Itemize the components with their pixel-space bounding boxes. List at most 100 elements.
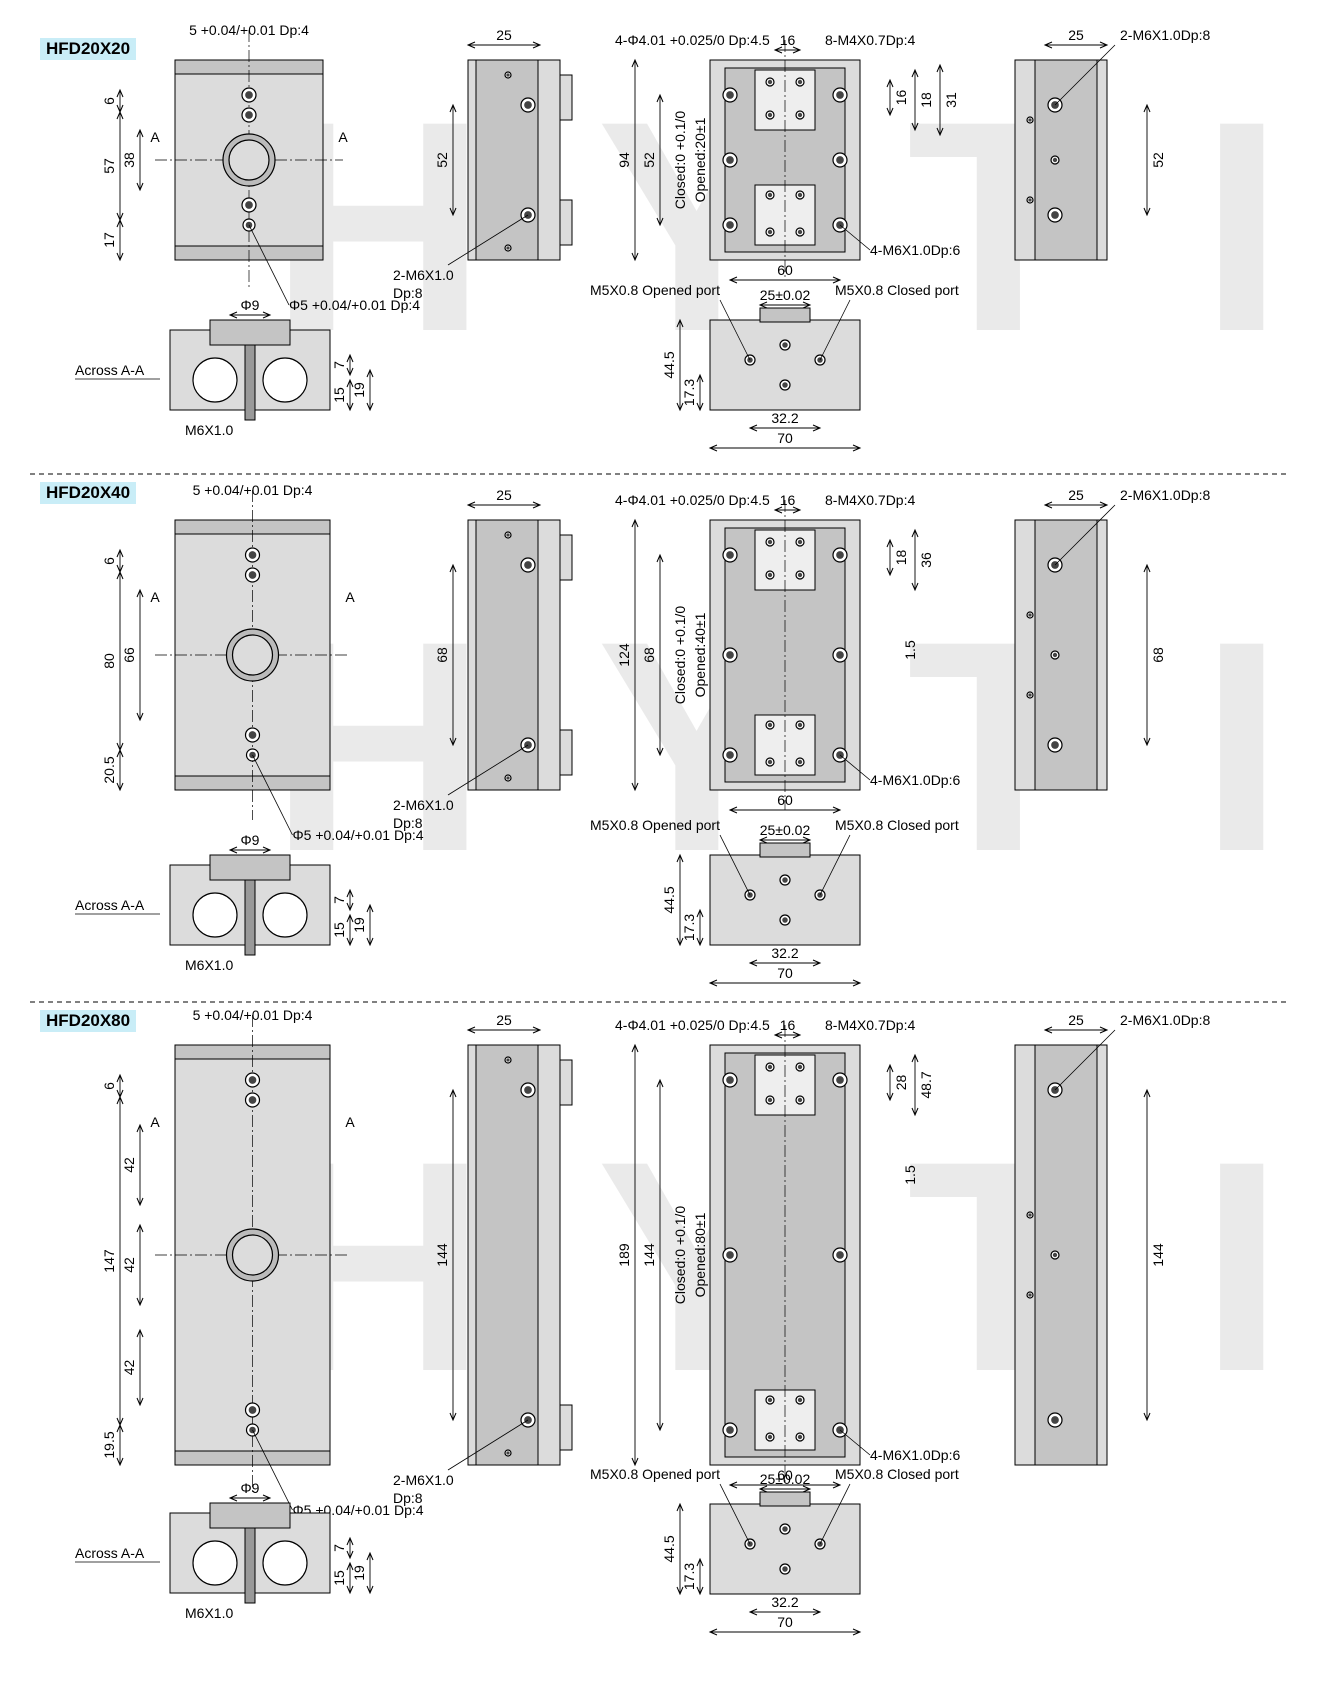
arrow-icon [136, 588, 144, 598]
hole-center-icon [248, 1406, 257, 1414]
front-hole-note: Φ5 +0.04/+0.01 Dp:4 [293, 827, 424, 843]
plan-extra-dim: 1.5 [902, 1165, 918, 1185]
hole-center-icon [797, 1397, 803, 1403]
arrow-icon [116, 110, 124, 120]
side-port-boss [559, 729, 573, 776]
section-jaw [209, 854, 291, 881]
dimension-text: 15 [331, 387, 347, 403]
side-note: 2-M6X1.0 [393, 797, 454, 813]
arrow-icon [886, 1063, 894, 1073]
arrow-icon [708, 979, 718, 987]
arrow-icon [116, 1457, 124, 1467]
arrow-icon [631, 1457, 639, 1467]
hole-center-icon [797, 759, 803, 765]
arrow-icon [116, 1073, 124, 1083]
arrow-icon [936, 127, 944, 137]
arrow-icon [728, 1481, 738, 1489]
arrow-icon [1043, 501, 1053, 509]
dimension-text: 17 [101, 232, 117, 248]
arrow-icon [676, 937, 684, 947]
arrow-icon [532, 501, 542, 509]
dimension-text: 68 [1150, 647, 1166, 663]
arrow-icon [136, 1397, 144, 1407]
rside-rail [1034, 59, 1098, 261]
arrow-icon [136, 182, 144, 192]
dimension-text: 32.2 [771, 410, 798, 426]
arrow-icon [1143, 1412, 1151, 1422]
dimension-text: 28 [893, 1075, 909, 1091]
arrow-icon [346, 888, 354, 898]
hole-center-icon [797, 112, 803, 118]
side-note: Dp:8 [393, 1490, 423, 1506]
hole-center-icon [248, 551, 257, 559]
side-rail [475, 59, 539, 261]
hole-center-icon [506, 1058, 510, 1062]
arrow-icon [852, 979, 862, 987]
arrow-icon [676, 402, 684, 412]
hole-center-icon [797, 1064, 803, 1070]
hole-center-icon [797, 192, 803, 198]
dimension-text: 48.7 [918, 1071, 934, 1098]
end-body [709, 1503, 861, 1595]
arrow-icon [346, 913, 354, 923]
line [1054, 44, 1116, 106]
hole-center-icon [248, 571, 257, 579]
hole-center-icon [767, 1064, 773, 1070]
arrow-icon [366, 368, 374, 378]
hole-center-icon [506, 533, 510, 537]
dimension-text: 32.2 [771, 1594, 798, 1610]
dimension-text: 124 [616, 643, 632, 667]
plan-stroke-opened: Opened:80±1 [692, 1212, 708, 1297]
arrow-icon [656, 217, 664, 227]
section-mark-a: A [345, 1114, 355, 1130]
arrow-icon [346, 367, 354, 377]
dimension-text: 25 [496, 1012, 512, 1028]
hole-center-icon [726, 221, 734, 229]
end-body [709, 854, 861, 946]
arrow-icon [532, 1026, 542, 1034]
plan-pin-note: 4-Φ4.01 +0.025/0 Dp:4.5 [615, 1017, 770, 1033]
hole-center-icon [836, 91, 844, 99]
section-thread: M6X1.0 [185, 1605, 233, 1621]
arrow-icon [773, 46, 783, 54]
arrow-icon [676, 1502, 684, 1512]
thread-rod [244, 879, 256, 956]
arrow-icon [466, 501, 476, 509]
plan-pin-note: 4-Φ4.01 +0.025/0 Dp:4.5 [615, 32, 770, 48]
hole-center-icon [1028, 198, 1032, 202]
arrow-icon [748, 424, 758, 432]
hole-center-icon [1052, 157, 1058, 163]
end-open-port: M5X0.8 Opened port [590, 282, 720, 298]
line [252, 1429, 293, 1511]
hole-center-icon [767, 192, 773, 198]
hole-center-icon [726, 1251, 734, 1259]
front-top-dimension: 5 +0.04/+0.01 Dp:4 [193, 482, 313, 498]
hole-center-icon [248, 1096, 257, 1104]
line [819, 1483, 851, 1545]
arrow-icon [136, 712, 144, 722]
hole-center-icon [797, 1097, 803, 1103]
side-note: Dp:8 [393, 815, 423, 831]
arrow-icon [852, 1628, 862, 1636]
arrow-icon [346, 902, 354, 912]
arrow-icon [449, 207, 457, 217]
dimension-text: Φ9 [241, 1480, 260, 1496]
dimension-text: 16 [780, 32, 796, 48]
plan-tap-note: 8-M4X0.7Dp:4 [825, 492, 915, 508]
hole-center-icon [506, 776, 510, 780]
arrow-icon [1043, 1026, 1053, 1034]
line [447, 744, 529, 796]
arrow-icon [116, 218, 124, 228]
arrow-icon [228, 1494, 238, 1502]
arrow-icon [262, 1494, 272, 1502]
arrow-icon [532, 41, 542, 49]
arrow-icon [886, 78, 894, 88]
arrow-icon [832, 276, 842, 284]
hole-center-icon [726, 1076, 734, 1084]
